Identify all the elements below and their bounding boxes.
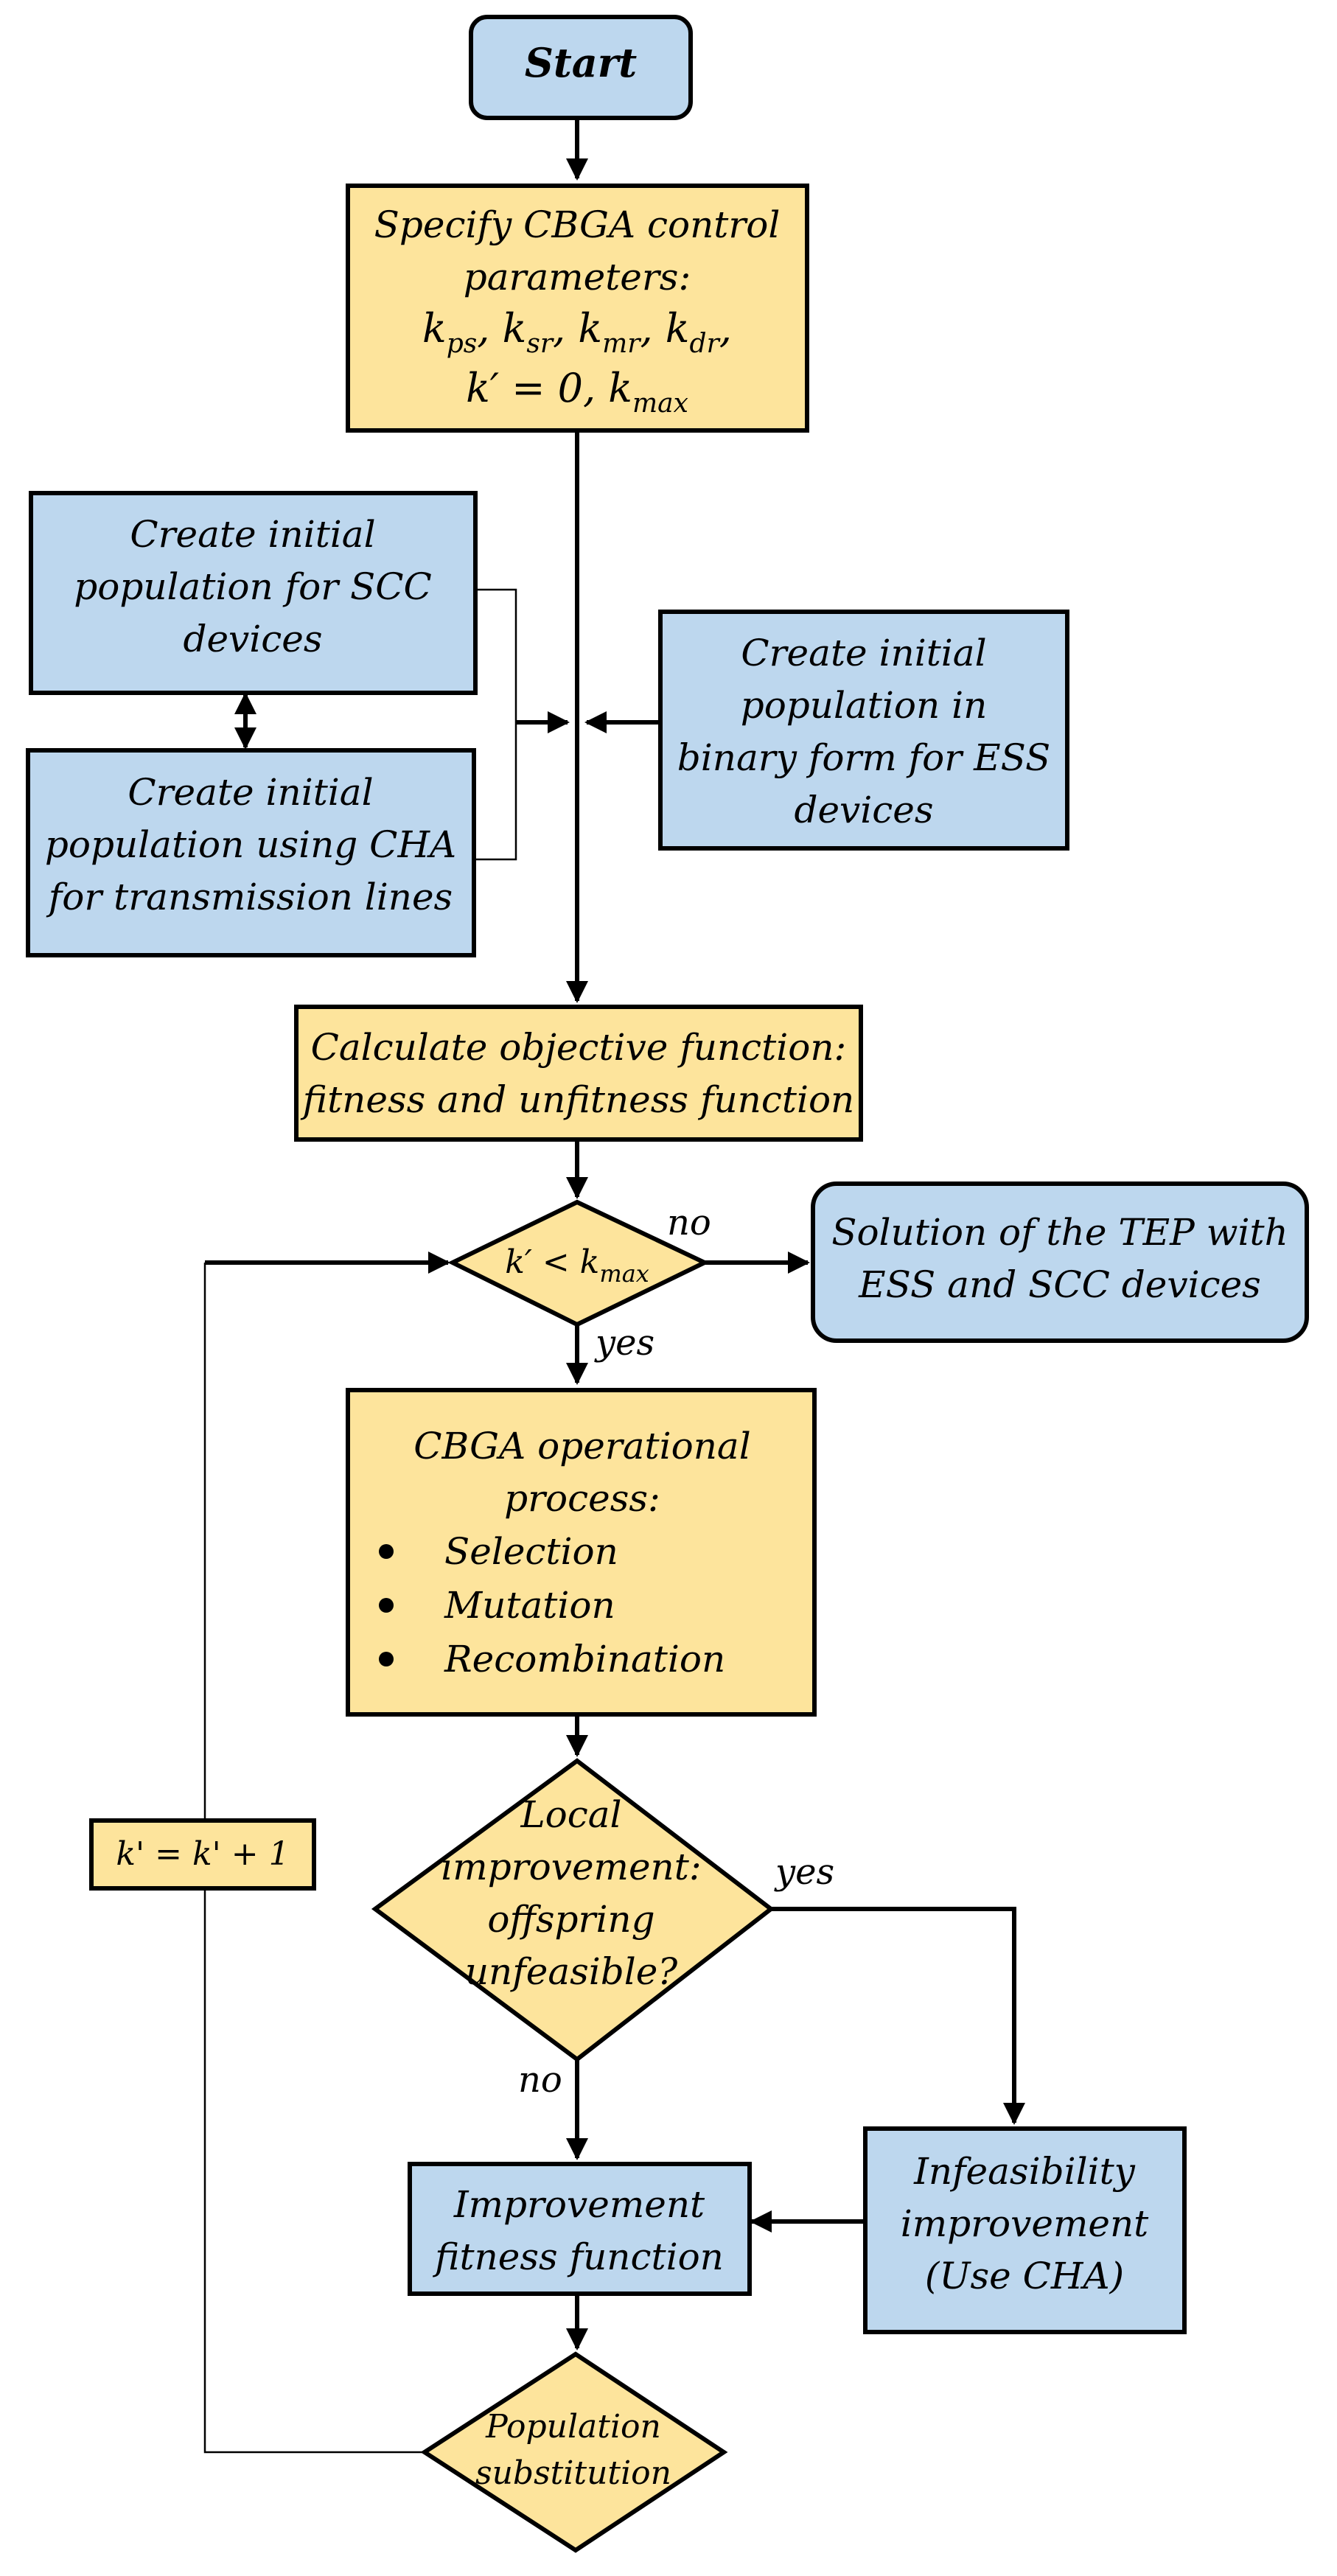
decision-k-label: k′ < kmax [505, 1243, 649, 1288]
improvement-fitness-line-1: Improvement [453, 2183, 705, 2226]
start-shape [469, 15, 693, 120]
population-substitution-line-1: Population [485, 2408, 661, 2446]
specify-line-1: Specify CBGA control [374, 203, 781, 246]
infeasibility-line-3: (Use CHA) [925, 2255, 1124, 2297]
init-ess-line-2: population in [741, 684, 988, 727]
cbga-bullet-mutation: Mutation [444, 1584, 615, 1627]
calc-objective-line-2: fitness and unfitness function [300, 1078, 855, 1121]
init-scc-node: Create initial population for SCC device… [29, 491, 478, 695]
calc-objective-line-1: Calculate objective function: [311, 1026, 847, 1069]
bullet-icon [379, 1598, 394, 1613]
population-substitution-shape [420, 2351, 728, 2553]
init-cha-line-2: population using CHA [45, 823, 456, 866]
solution-line-1: Solution of the TEP with [831, 1211, 1288, 1254]
start-node: Start [469, 15, 693, 120]
improvement-fitness-line-2: fitness function [432, 2235, 724, 2278]
init-cha-node: Create initial population using CHA for … [26, 748, 476, 957]
init-scc-line-1: Create initial [130, 513, 375, 556]
solution-shape [811, 1181, 1309, 1343]
cbga-bullet-selection: Selection [444, 1530, 618, 1573]
init-cha-line-3: for transmission lines [46, 876, 453, 918]
increment-shape [89, 1818, 316, 1891]
decision-k-shape [447, 1199, 710, 1327]
bullet-icon [379, 1652, 394, 1666]
edge-label-yes-top: yes [594, 1322, 654, 1364]
init-ess-node: Create initial population in binary form… [658, 610, 1069, 851]
specify-shape [346, 184, 809, 433]
cbga-process-shape [346, 1388, 817, 1717]
edge-label-no-top: no [667, 1202, 711, 1243]
start-label: Start [525, 39, 637, 86]
infeasibility-node: Infeasibility improvement (Use CHA) [863, 2126, 1187, 2334]
init-ess-line-4: devices [794, 789, 933, 831]
local-improvement-shape [371, 1758, 775, 2062]
population-substitution-line-2: substitution [475, 2454, 671, 2492]
local-improvement-line-1: Local [520, 1793, 621, 1836]
bracket-scc-cha [475, 588, 517, 861]
init-cha-line-1: Create initial [128, 771, 373, 814]
edge-label-no-local: no [518, 2059, 562, 2101]
decision-k-node: k′ < kmax [447, 1199, 710, 1327]
calc-objective-shape [294, 1005, 863, 1142]
improvement-fitness-shape [408, 2162, 752, 2296]
local-improvement-line-2: improvement: [441, 1846, 701, 1888]
solution-line-2: ESS and SCC devices [858, 1263, 1261, 1306]
calc-objective-node: Calculate objective function: fitness an… [294, 1005, 863, 1142]
infeasibility-line-1: Infeasibility [913, 2150, 1136, 2193]
increment-node: k' = k' + 1 [89, 1818, 316, 1891]
improvement-fitness-node: Improvement fitness function [408, 2162, 752, 2296]
population-substitution-node: Population substitution [420, 2351, 728, 2553]
solution-node: Solution of the TEP with ESS and SCC dev… [811, 1181, 1309, 1343]
init-ess-line-1: Create initial [741, 632, 986, 674]
cbga-process-line-1: CBGA operational [413, 1425, 750, 1467]
edge-label-yes-local: yes [774, 1851, 834, 1893]
init-scc-line-2: population for SCC [74, 565, 432, 608]
local-improvement-line-4: unfeasible? [465, 1950, 679, 1993]
local-improvement-node: Local improvement: offspring unfeasible? [371, 1758, 775, 2062]
cbga-bullet-recombination: Recombination [444, 1638, 725, 1680]
specify-line-2: parameters: [464, 256, 691, 299]
specify-node: Specify CBGA control parameters: kps, ks… [346, 184, 809, 433]
init-cha-shape [26, 748, 476, 957]
cbga-process-node: CBGA operational process: Selection Muta… [346, 1388, 817, 1717]
bullet-icon [379, 1544, 394, 1559]
init-scc-shape [29, 491, 478, 695]
local-improvement-line-3: offspring [487, 1898, 654, 1941]
edge-local-infeas [771, 1907, 1025, 2125]
init-ess-line-3: binary form for ESS [677, 736, 1050, 779]
init-ess-shape [658, 610, 1069, 851]
init-scc-line-3: devices [183, 618, 322, 660]
infeasibility-line-2: improvement [901, 2202, 1149, 2245]
edge-popsub-increment [203, 1888, 425, 2454]
increment-label: k' = k' + 1 [116, 1835, 289, 1873]
connectors [203, 118, 1025, 2454]
cbga-process-line-2: process: [504, 1477, 660, 1520]
infeasibility-shape [863, 2126, 1187, 2334]
